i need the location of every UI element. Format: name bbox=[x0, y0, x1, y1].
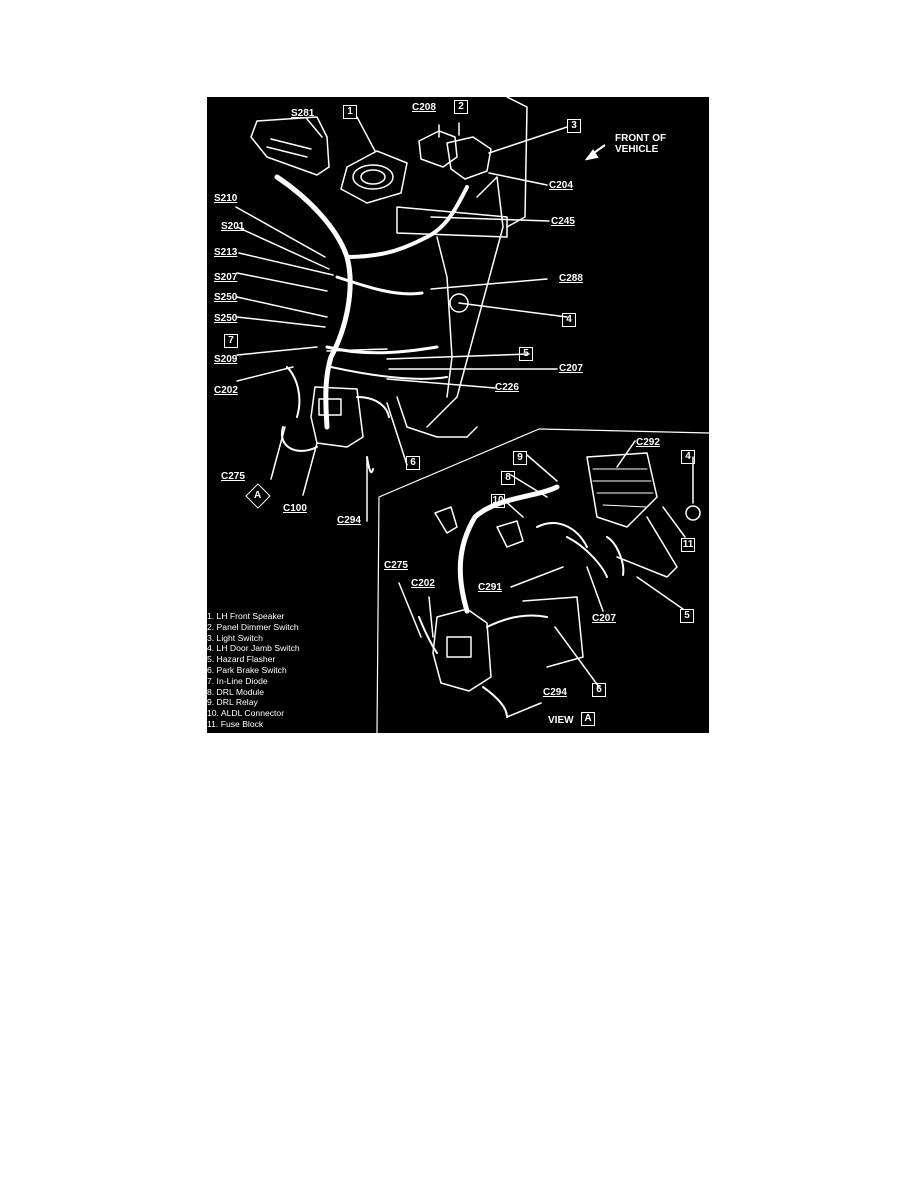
connector-c288-splice-s207: S207 bbox=[214, 272, 238, 283]
fuse-block-main bbox=[310, 386, 364, 448]
connector-c226: C226 bbox=[495, 382, 519, 393]
light-switch bbox=[446, 136, 492, 180]
splice-s281: S281 bbox=[291, 108, 315, 119]
legend-item-7: 7. In-Line Diode bbox=[207, 675, 268, 686]
callout-6-view-a: 6 bbox=[592, 683, 606, 697]
legend-item-11: 11. Fuse Block bbox=[207, 718, 264, 729]
splice-s210: S210 bbox=[214, 193, 238, 204]
callout-9: 9 bbox=[513, 451, 527, 465]
front-of-vehicle-label: FRONT OF VEHICLE bbox=[615, 133, 667, 155]
splice-s201: S201 bbox=[221, 221, 245, 232]
legend-item-3: 3. Light Switch bbox=[207, 632, 263, 643]
door-jamb-switch-view-a bbox=[685, 505, 701, 521]
connector-c275: C275 bbox=[221, 471, 245, 482]
splice-s209: S209 bbox=[214, 354, 238, 365]
connector-c292: C292 bbox=[636, 437, 660, 448]
callout-5-view-a: 5 bbox=[680, 609, 694, 623]
callout-11: 11 bbox=[681, 538, 695, 552]
connector-c294-view-a: C294 bbox=[543, 687, 567, 698]
view-a-caption: VIEW A bbox=[548, 710, 596, 728]
connector-c275-view-a: C275 bbox=[384, 560, 408, 571]
connector-c100: C100 bbox=[283, 503, 307, 514]
connector-c208: C208 bbox=[412, 102, 436, 113]
connector-c202: C202 bbox=[214, 385, 238, 396]
callout-2: 2 bbox=[454, 100, 468, 114]
legend-item-2: 2. Panel Dimmer Switch bbox=[207, 621, 299, 632]
splice-s250-a: S250 bbox=[214, 292, 238, 303]
callout-7: 7 bbox=[224, 334, 238, 348]
connector-c288: C288 bbox=[559, 273, 583, 284]
connector-c245: C245 bbox=[551, 216, 575, 227]
callout-5: 5 bbox=[519, 347, 533, 361]
callout-1: 1 bbox=[343, 105, 357, 119]
callout-4: 4 bbox=[562, 313, 576, 327]
legend-item-4: 4. LH Door Jamb Switch bbox=[207, 643, 300, 654]
connector-c207: C207 bbox=[559, 363, 583, 374]
connector-c294: C294 bbox=[337, 515, 361, 526]
connector-c202-view-a: C202 bbox=[411, 578, 435, 589]
park-brake-view-a bbox=[522, 596, 584, 668]
splice-s213: S213 bbox=[214, 247, 238, 258]
panel-dimmer-switch bbox=[418, 130, 458, 168]
legend-item-9: 9. DRL Relay bbox=[207, 697, 258, 708]
legend-item-6: 6. Park Brake Switch bbox=[207, 664, 287, 675]
legend-item-10: 10. ALDL Connector bbox=[207, 708, 285, 719]
callout-3: 3 bbox=[567, 119, 581, 133]
fuse-block-view-a bbox=[586, 452, 658, 528]
front-arrow-icon bbox=[585, 144, 606, 161]
connector-c204: C204 bbox=[549, 180, 573, 191]
wiring-diagram-panel: S281 1 C208 2 3 FRONT OF VEHICLE C204 S2… bbox=[207, 97, 709, 733]
callout-8: 8 bbox=[501, 471, 515, 485]
callout-6: 6 bbox=[406, 456, 420, 470]
lh-front-speaker bbox=[340, 150, 408, 204]
connector-c291: C291 bbox=[478, 582, 502, 593]
callout-4-view-a: 4 bbox=[681, 450, 695, 464]
callout-10: 10 bbox=[491, 494, 505, 508]
connector-c207-view-a: C207 bbox=[592, 613, 616, 624]
view-a-box: A bbox=[581, 711, 596, 726]
component-legend: 1. LH Front Speaker 2. Panel Dimmer Swit… bbox=[207, 611, 367, 730]
view-a-marker-letter: A bbox=[254, 490, 262, 501]
hazard-flasher-view-a bbox=[432, 608, 492, 692]
legend-item-1: 1. LH Front Speaker bbox=[207, 611, 285, 621]
door-jamb-switch-main bbox=[449, 293, 469, 313]
instrument-panel-end bbox=[250, 116, 330, 176]
legend-item-8: 8. DRL Module bbox=[207, 686, 265, 697]
splice-s250-b: S250 bbox=[214, 313, 238, 324]
view-a-text: VIEW bbox=[548, 715, 574, 726]
wiring-illustration bbox=[235, 97, 709, 733]
legend-item-5: 5. Hazard Flasher bbox=[207, 654, 276, 665]
